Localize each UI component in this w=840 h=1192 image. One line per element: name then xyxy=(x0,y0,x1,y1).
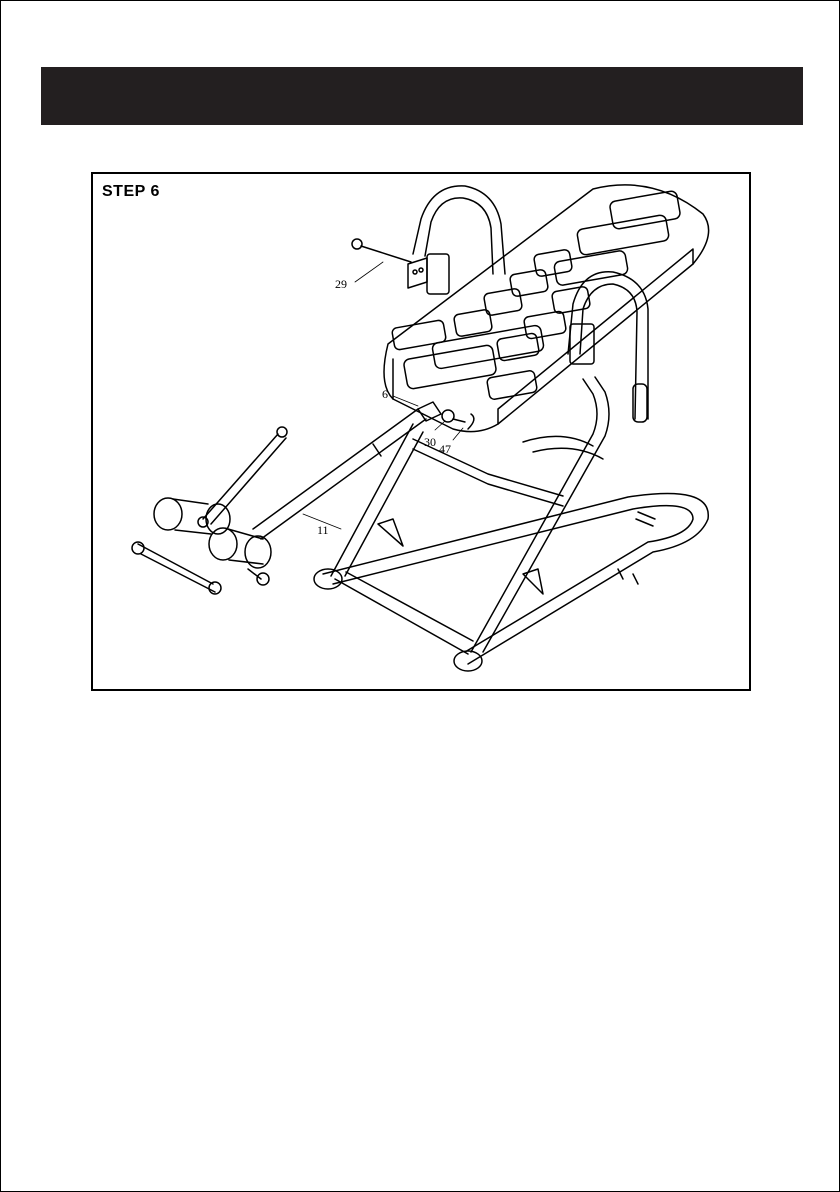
part-label-6: 6 xyxy=(382,387,388,401)
step-illustration-frame: STEP 6 xyxy=(91,172,751,691)
a-frame-legs xyxy=(331,377,609,652)
table-bed xyxy=(384,185,709,432)
section-header-bar xyxy=(41,67,803,125)
foot-rollers xyxy=(132,498,271,594)
part-label-30: 30 xyxy=(424,435,436,449)
base-frame xyxy=(314,436,708,671)
part-label-11: 11 xyxy=(317,523,329,537)
hardware-parts xyxy=(352,239,474,429)
inversion-table-assembly-drawing: 29 6 30 47 11 xyxy=(93,174,749,689)
part-label-47: 47 xyxy=(439,442,451,456)
part-label-29: 29 xyxy=(335,277,347,291)
